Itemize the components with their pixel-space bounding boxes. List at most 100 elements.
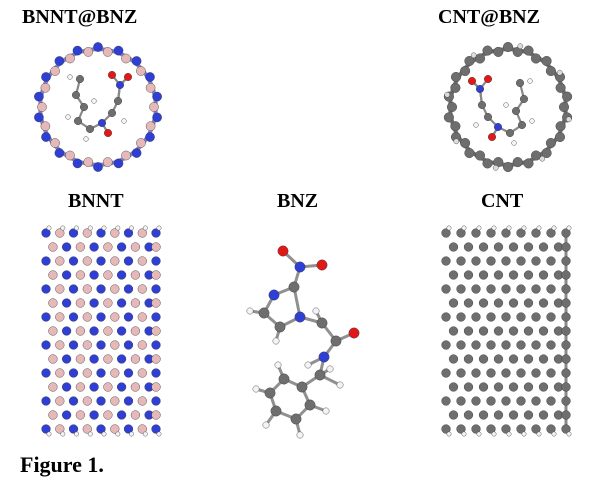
boron-atom bbox=[103, 270, 113, 280]
carbon-atom bbox=[258, 307, 270, 319]
carbon-atom bbox=[113, 97, 122, 106]
carbon-atom bbox=[478, 382, 489, 392]
boron-atom bbox=[103, 242, 113, 252]
carbon-atom bbox=[508, 410, 519, 420]
boron-atom bbox=[110, 340, 120, 350]
carbon-atom bbox=[516, 284, 526, 294]
carbon-atom bbox=[478, 326, 489, 336]
carbon-atom bbox=[478, 298, 489, 308]
carbon-atom bbox=[448, 354, 459, 364]
boron-atom bbox=[110, 312, 120, 322]
boron-atom bbox=[48, 354, 58, 364]
nitrogen-atom bbox=[151, 396, 161, 406]
hydrogen-atom bbox=[156, 431, 162, 437]
cnt-ring-atoms bbox=[443, 41, 573, 172]
nitrogen-atom bbox=[123, 396, 134, 406]
carbon-atom bbox=[546, 340, 556, 350]
nitrogen-atom bbox=[89, 354, 99, 364]
hydrogen-atom bbox=[121, 118, 127, 124]
carbon-atom bbox=[493, 46, 504, 57]
carbon-atom bbox=[546, 368, 556, 378]
hydrogen-atom bbox=[46, 431, 52, 437]
boron-atom bbox=[121, 53, 131, 64]
carbon-atom bbox=[546, 284, 556, 294]
carbon-atom bbox=[264, 387, 276, 399]
carbon-atom bbox=[493, 382, 504, 392]
hydrogen-atom bbox=[142, 431, 148, 437]
nitrogen-atom bbox=[131, 148, 142, 158]
carbon-atom bbox=[107, 108, 116, 117]
carbon-atom bbox=[450, 82, 461, 93]
nitrogen-atom bbox=[116, 270, 127, 280]
carbon-atom bbox=[486, 424, 496, 434]
hydrogen-atom bbox=[274, 361, 282, 369]
bnnt-bnz-ring-image bbox=[34, 42, 162, 172]
carbon-atom bbox=[523, 242, 534, 252]
hydrogen-atom bbox=[65, 114, 71, 120]
nitrogen-atom bbox=[96, 256, 106, 266]
nitrogen-atom bbox=[96, 396, 106, 406]
oxygen-atom bbox=[316, 259, 328, 271]
carbon-atom bbox=[460, 137, 471, 148]
carbon-atom bbox=[456, 424, 466, 434]
boron-atom bbox=[110, 284, 120, 294]
boron-atom bbox=[82, 368, 92, 378]
carbon-atom bbox=[270, 405, 282, 417]
hydrogen-atom bbox=[87, 225, 93, 231]
carbon-atom bbox=[441, 256, 451, 266]
carbon-atom bbox=[508, 354, 519, 364]
boron-atom bbox=[102, 47, 113, 57]
carbon-atom bbox=[501, 368, 511, 378]
boron-atom bbox=[82, 256, 92, 266]
nitrogen-atom bbox=[89, 298, 99, 308]
carbon-atom bbox=[561, 228, 571, 238]
carbon-atom bbox=[531, 228, 541, 238]
boron-atom bbox=[151, 298, 161, 308]
boron-atom bbox=[137, 396, 147, 406]
figure-caption: Figure 1. bbox=[20, 452, 104, 477]
nitrogen-atom bbox=[123, 228, 134, 238]
nitrogen-atom bbox=[93, 42, 103, 52]
boron-atom bbox=[145, 121, 156, 131]
carbon-atom bbox=[482, 158, 493, 169]
boron-atom bbox=[65, 150, 75, 161]
carbon-atom bbox=[541, 147, 552, 158]
hydrogen-atom bbox=[336, 381, 344, 389]
hydrogen-atom bbox=[536, 225, 542, 231]
nitrogen-atom bbox=[89, 270, 99, 280]
carbon-atom bbox=[76, 75, 85, 84]
boron-atom bbox=[65, 53, 75, 64]
oxygen-atom bbox=[107, 71, 116, 80]
carbon-atom bbox=[561, 382, 571, 392]
carbon-atom bbox=[484, 112, 493, 121]
hydrogen-atom bbox=[529, 118, 535, 124]
bnz-molecule-inside-bnnt bbox=[65, 71, 132, 142]
boron-atom bbox=[48, 326, 58, 336]
carbon-atom bbox=[486, 228, 496, 238]
carbon-edge-atom bbox=[517, 43, 524, 50]
oxygen-atom bbox=[103, 128, 112, 137]
carbon-atom bbox=[561, 326, 571, 336]
nitrogen-atom bbox=[54, 56, 65, 66]
boron-atom bbox=[75, 298, 86, 308]
carbon-atom bbox=[516, 312, 526, 322]
carbon-atom bbox=[448, 270, 459, 280]
hydrogen-atom bbox=[521, 431, 527, 437]
boron-atom bbox=[48, 270, 58, 280]
carbon-atom bbox=[478, 354, 489, 364]
nitrogen-atom bbox=[62, 270, 72, 280]
carbon-atom bbox=[561, 256, 571, 266]
carbon-atom bbox=[74, 116, 83, 125]
carbon-atom bbox=[554, 131, 565, 142]
carbon-atom bbox=[561, 368, 571, 378]
bnnt-ring-atoms bbox=[34, 42, 162, 172]
nitrogen-atom bbox=[116, 382, 127, 392]
hydrogen-atom bbox=[326, 365, 334, 373]
boron-atom bbox=[103, 410, 113, 420]
carbon-atom bbox=[475, 53, 486, 64]
boron-atom bbox=[137, 312, 147, 322]
carbon-atom bbox=[501, 340, 511, 350]
nitrogen-atom bbox=[151, 368, 161, 378]
carbon-atom bbox=[471, 228, 481, 238]
boron-atom bbox=[55, 424, 65, 434]
